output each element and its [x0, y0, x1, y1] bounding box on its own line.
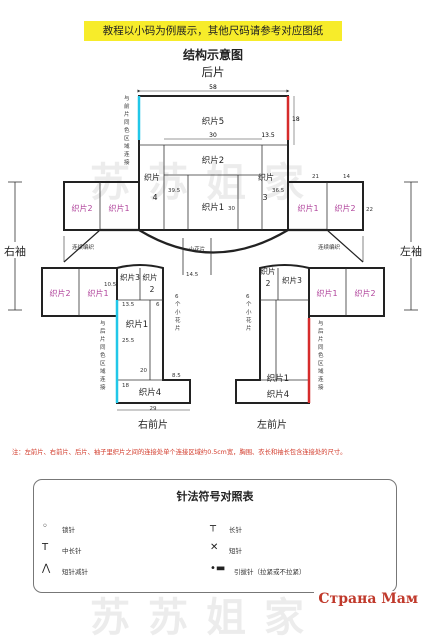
double-crochet-icon: ┬ [210, 521, 217, 532]
back-piece-label: 后片 [201, 65, 225, 79]
lf-piece-3: 织片3 [282, 275, 302, 285]
single-crochet-icon: ✕ [210, 542, 219, 553]
lsl-piece-2: 织片2 [71, 203, 92, 213]
dim-39-5: 39.5 [168, 188, 181, 194]
dim-36-5: 36.5 [272, 188, 285, 194]
back-piece-5: 织片5 [202, 116, 224, 127]
dim-58: 58 [209, 84, 217, 91]
dim-22: 22 [366, 207, 373, 213]
rf-piece-2-b: 2 [150, 285, 155, 294]
lf-piece-4: 织片4 [267, 389, 289, 400]
dim-18b: 18 [122, 383, 129, 389]
half-double-icon: T [42, 542, 49, 553]
dim-25-5: 25.5 [122, 338, 135, 344]
back-piece-1: 织片1 [202, 202, 224, 213]
svg-text:3: 3 [262, 193, 267, 202]
same-color-note-rf: 与后片 同色区 域连接 [100, 319, 107, 391]
chain-icon: ◦ [42, 521, 48, 532]
back-piece-4: 织片 [144, 172, 160, 182]
footnote: 注：左前片、右前片、后片、袖子里织片之间的连接处单个连接区域约0.5cm宽，胸围… [12, 449, 347, 456]
legend-item-slip-stitch: 引拔针（拉紧或不拉紧） [234, 568, 306, 576]
legend-item-half-double: 中长针 [62, 547, 82, 555]
decrease-icon: ⋀ [42, 563, 51, 574]
rsl-piece-2: 织片2 [334, 203, 355, 213]
dim-10-5: 10.5 [104, 282, 117, 288]
legend-item-decrease: 短针减针 [62, 568, 88, 576]
structure-diagram: 58 18 30 13.5 织片5 织片2 织片1 织片 4 织片 3 39.5… [2, 84, 424, 431]
legend-item-double-crochet: 长针 [229, 526, 242, 534]
dim-14: 14 [343, 174, 350, 180]
dim-18: 18 [292, 116, 300, 123]
dim-29: 29 [150, 406, 157, 412]
dim-30: 30 [209, 132, 217, 139]
slip-stitch-icon: •▬ [210, 563, 226, 574]
connect-label-right: 连续编织 [318, 243, 341, 251]
same-color-note-back: 与前片 同色区 域连接 [124, 94, 131, 166]
rf-piece-1: 织片1 [126, 319, 148, 330]
back-piece-2: 织片2 [202, 155, 224, 166]
site-logo: Страна Мам [314, 591, 422, 607]
legend-item-single-crochet: 短针 [229, 547, 242, 555]
dim-13-5: 13.5 [261, 132, 275, 139]
rsl-piece-1: 织片1 [297, 203, 318, 213]
legend-title: 针法符号对照表 [176, 490, 254, 503]
left-front-label: 左前片 [257, 418, 287, 431]
dim-14-5: 14.5 [186, 272, 199, 278]
lf-piece-2-a: 织片 [261, 266, 276, 276]
rf-piece-3: 织片3 [120, 272, 140, 282]
lf-piece-1: 织片1 [267, 373, 289, 384]
dim-6: 6 [156, 302, 160, 308]
same-color-note-lf: 与后片 同色区 域连接 [318, 319, 325, 391]
dim-8-5: 8.5 [172, 373, 181, 379]
rf-piece-4: 织片4 [139, 387, 161, 398]
lsl-low-piece-1: 织片1 [87, 288, 108, 298]
instruction-banner: 教程以小码为例展示，其他尺码请参考对应图纸 [84, 21, 342, 41]
right-sleeve-label: 右袖 [4, 244, 26, 258]
connect-label-left: 连续编织 [72, 243, 95, 251]
legend-item-chain: 锁针 [62, 526, 75, 534]
rsl-low-piece-1: 织片1 [316, 288, 337, 298]
svg-text:4: 4 [152, 193, 157, 202]
lsl-piece-1: 织片1 [108, 203, 129, 213]
dim-13-5b: 13.5 [122, 302, 135, 308]
left-sleeve-label: 左袖 [400, 244, 422, 258]
stitch-legend: 针法符号对照表 ◦ 锁针 ┬ 长针 T 中长针 ✕ 短针 ⋀ 短针减针 •▬ 引… [33, 479, 397, 593]
right-front-label: 右前片 [138, 418, 168, 431]
dim-20: 20 [140, 368, 147, 374]
small-flower-label: 小花片 [189, 245, 206, 253]
diagram-title: 结构示意图 [182, 48, 243, 62]
rsl-low-piece-2: 织片2 [354, 288, 375, 298]
dim-30b: 30 [228, 206, 235, 212]
lf-piece-2-b: 2 [266, 279, 271, 288]
back-piece-3: 织片 [258, 172, 274, 182]
svg-text:.: . [275, 376, 278, 386]
watermark-bottom: 苏苏姐家 [90, 595, 322, 641]
dim-21: 21 [312, 174, 319, 180]
rf-piece-2-a: 织片 [143, 272, 158, 282]
lsl-low-piece-2: 织片2 [49, 288, 70, 298]
